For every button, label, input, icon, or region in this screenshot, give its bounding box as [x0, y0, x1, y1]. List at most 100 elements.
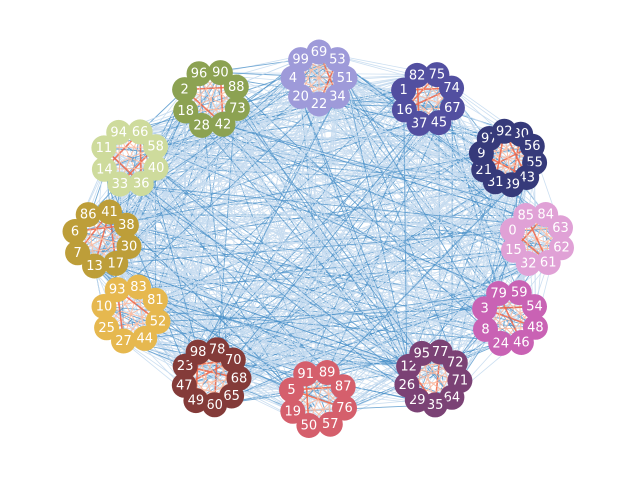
- node-label: 90: [212, 66, 229, 81]
- node-circle: [473, 316, 498, 342]
- graph-node: 92: [491, 118, 517, 144]
- node-label: 12: [400, 359, 417, 374]
- node-label: 28: [193, 118, 210, 133]
- inter-cluster-edge: [454, 184, 513, 363]
- node-label: 64: [444, 390, 461, 405]
- graph-node: 83: [126, 274, 151, 300]
- node-label: 16: [396, 103, 413, 118]
- inter-cluster-edge: [155, 167, 436, 406]
- inter-cluster-edge: [291, 77, 346, 390]
- inter-cluster-edge: [106, 327, 409, 367]
- node-circle: [173, 98, 199, 124]
- inter-cluster-edge: [117, 263, 529, 291]
- node-label: 82: [409, 68, 426, 83]
- graph-node: 28: [189, 112, 215, 138]
- inter-cluster-edge: [344, 77, 410, 367]
- inter-cluster-edge: [116, 125, 202, 290]
- node-label: 25: [98, 321, 115, 336]
- intra-cluster-edge: [435, 90, 441, 95]
- node-circle: [145, 309, 171, 334]
- inter-cluster-edge: [104, 168, 546, 215]
- node-circle: [104, 277, 130, 303]
- node-label: 49: [188, 394, 205, 409]
- node-label: 40: [148, 161, 165, 176]
- intra-cluster-edge: [218, 90, 220, 96]
- inter-cluster-edge: [156, 167, 527, 178]
- node-circle: [91, 135, 117, 161]
- node-circle: [127, 119, 153, 145]
- intra-cluster-edge: [528, 239, 534, 244]
- node-label: 17: [108, 256, 125, 271]
- node-label: 69: [311, 45, 328, 60]
- node-label: 20: [292, 89, 309, 104]
- node-circle: [280, 398, 306, 424]
- inter-cluster-edge: [342, 153, 482, 387]
- node-circle: [317, 411, 343, 437]
- node-circle: [224, 95, 250, 121]
- inter-cluster-edge: [155, 109, 405, 148]
- node-label: 51: [337, 71, 354, 86]
- inter-cluster-edge: [238, 177, 527, 379]
- graph-nodes: 6953513422204997574674537161828056554339…: [62, 39, 574, 438]
- graph-node: 30: [116, 234, 142, 259]
- inter-cluster-edge: [109, 211, 306, 375]
- inter-cluster-edge: [238, 247, 562, 379]
- inter-cluster-edge: [126, 224, 499, 294]
- graph-node: 88: [223, 74, 249, 100]
- intra-cluster-edge: [203, 95, 208, 101]
- intra-cluster-edge: [427, 101, 435, 108]
- inter-cluster-edge: [344, 122, 440, 409]
- node-circle: [330, 374, 356, 400]
- inter-cluster-edge: [94, 215, 526, 267]
- graph-node: 46: [508, 330, 534, 355]
- intra-cluster-edge: [323, 69, 326, 73]
- inter-cluster-edge: [103, 169, 186, 367]
- inter-cluster-edge: [337, 59, 499, 294]
- inter-cluster-edge: [184, 89, 461, 381]
- intra-cluster-edge: [308, 404, 312, 410]
- graph-node: 25: [94, 315, 120, 341]
- inter-cluster-edge: [74, 145, 533, 232]
- intra-cluster-edge: [219, 371, 223, 377]
- inter-cluster-edge: [104, 168, 486, 330]
- node-label: 10: [96, 300, 113, 315]
- intra-cluster-edge: [214, 377, 218, 379]
- node-label: 75: [429, 68, 446, 83]
- node-label: 93: [109, 283, 126, 298]
- node-circle: [513, 203, 539, 228]
- node-circle: [296, 413, 322, 438]
- node-label: 57: [322, 417, 339, 432]
- inter-cluster-edge: [183, 89, 404, 386]
- inter-cluster-edge: [144, 293, 499, 339]
- inter-cluster-edge: [183, 96, 338, 386]
- inter-cluster-edge: [183, 125, 202, 386]
- inter-cluster-edge: [118, 131, 535, 308]
- graph-node: 2: [172, 77, 198, 103]
- inter-cluster-edge: [119, 183, 561, 229]
- intra-cluster-edge: [202, 378, 209, 385]
- inter-cluster-edge: [109, 211, 514, 251]
- inter-cluster-edge: [144, 77, 294, 339]
- node-label: 9: [477, 146, 485, 161]
- graph-node: 41: [97, 199, 122, 225]
- inter-cluster-edge: [337, 96, 529, 264]
- node-label: 24: [492, 336, 509, 351]
- node-label: 26: [399, 378, 416, 393]
- inter-cluster-edge: [109, 211, 529, 264]
- graph-node: 79: [486, 281, 512, 306]
- node-label: 58: [147, 140, 164, 155]
- inter-cluster-edge: [220, 72, 345, 409]
- intra-cluster-edge: [323, 394, 328, 398]
- inter-cluster-edge: [138, 286, 441, 353]
- node-circle: [332, 395, 357, 421]
- node-circle: [82, 253, 107, 279]
- inter-cluster-edge: [222, 123, 561, 229]
- inter-cluster-edge: [344, 77, 456, 363]
- inter-cluster-edge: [115, 263, 486, 330]
- node-label: 38: [118, 218, 135, 233]
- node-label: 63: [552, 221, 569, 236]
- graph-node: 95: [409, 340, 435, 366]
- intra-cluster-edge: [211, 96, 214, 103]
- graph-node: 57: [317, 411, 343, 437]
- inter-cluster-edge: [155, 89, 404, 148]
